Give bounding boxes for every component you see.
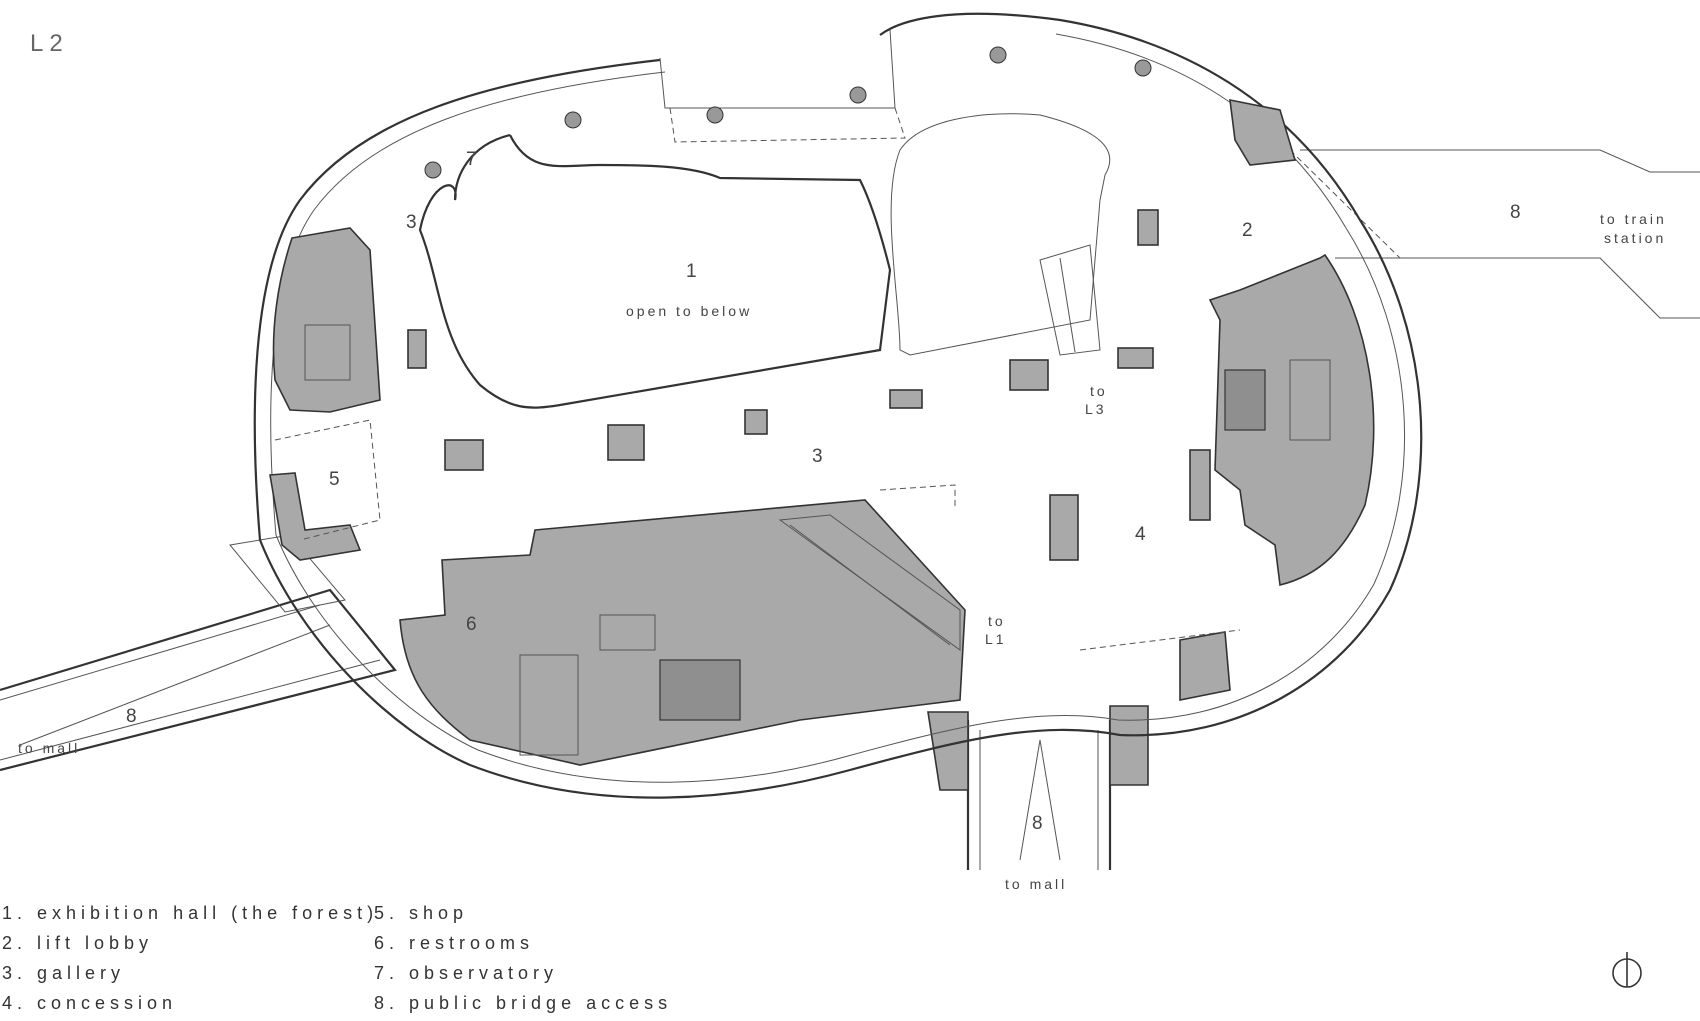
legend-item-7: 7. observatory — [374, 963, 559, 983]
legend-item-3: 3. gallery — [2, 963, 126, 983]
escalator-to-L3[interactable] — [1039, 244, 1101, 356]
legend-item-1: 1. exhibition hall (the forest) — [2, 903, 379, 923]
legend-item-5: 5. shop — [374, 903, 469, 923]
room-2-number: 2 — [1242, 220, 1253, 241]
bridge-right-number: 8 — [1510, 202, 1521, 223]
legend-item-6: 6. restrooms — [374, 933, 535, 953]
dashed-zones — [274, 419, 1241, 651]
right-service-core — [1179, 98, 1375, 701]
legend-item-8: 8. public bridge access — [374, 993, 673, 1013]
bridge-left-text: to mall — [18, 740, 80, 756]
columns — [424, 46, 1152, 179]
room-6-number: 6 — [466, 614, 477, 635]
to-l1-line2: L1 — [985, 631, 1007, 647]
legend-item-2: 2. lift lobby — [2, 933, 154, 953]
bridge-right-line2: station — [1604, 230, 1666, 246]
north-arrow-icon — [1612, 952, 1642, 988]
to-l1-line1: to — [988, 613, 1006, 629]
legend-item-4: 4. concession — [2, 993, 178, 1013]
bridge-to-mall-bottom[interactable] — [927, 705, 1149, 870]
room-7-number: 7 — [466, 149, 477, 170]
bridge-left-number: 8 — [126, 706, 137, 727]
room-4-number: 4 — [1135, 524, 1146, 545]
room-1-text: open to below — [626, 303, 752, 319]
left-service-core — [269, 227, 381, 561]
to-l3-line1: to — [1090, 383, 1108, 399]
bridge-to-mall-left[interactable] — [0, 534, 397, 772]
to-l3-line2: L3 — [1085, 401, 1107, 417]
display-kiosks — [407, 209, 1211, 561]
room-3a-number: 3 — [406, 212, 417, 233]
bridge-right-line1: to train — [1600, 211, 1667, 227]
level-label: L2 — [30, 30, 69, 57]
restroom-service-block — [399, 499, 966, 766]
open-to-below-void — [418, 113, 1111, 409]
room-3b-number: 3 — [812, 446, 823, 467]
bridge-to-train-station[interactable] — [1289, 149, 1700, 319]
room-5-number: 5 — [329, 469, 340, 490]
bridge-bottom-number: 8 — [1032, 813, 1043, 834]
bridge-bottom-text: to mall — [1005, 876, 1067, 892]
room-1-number: 1 — [686, 261, 697, 282]
